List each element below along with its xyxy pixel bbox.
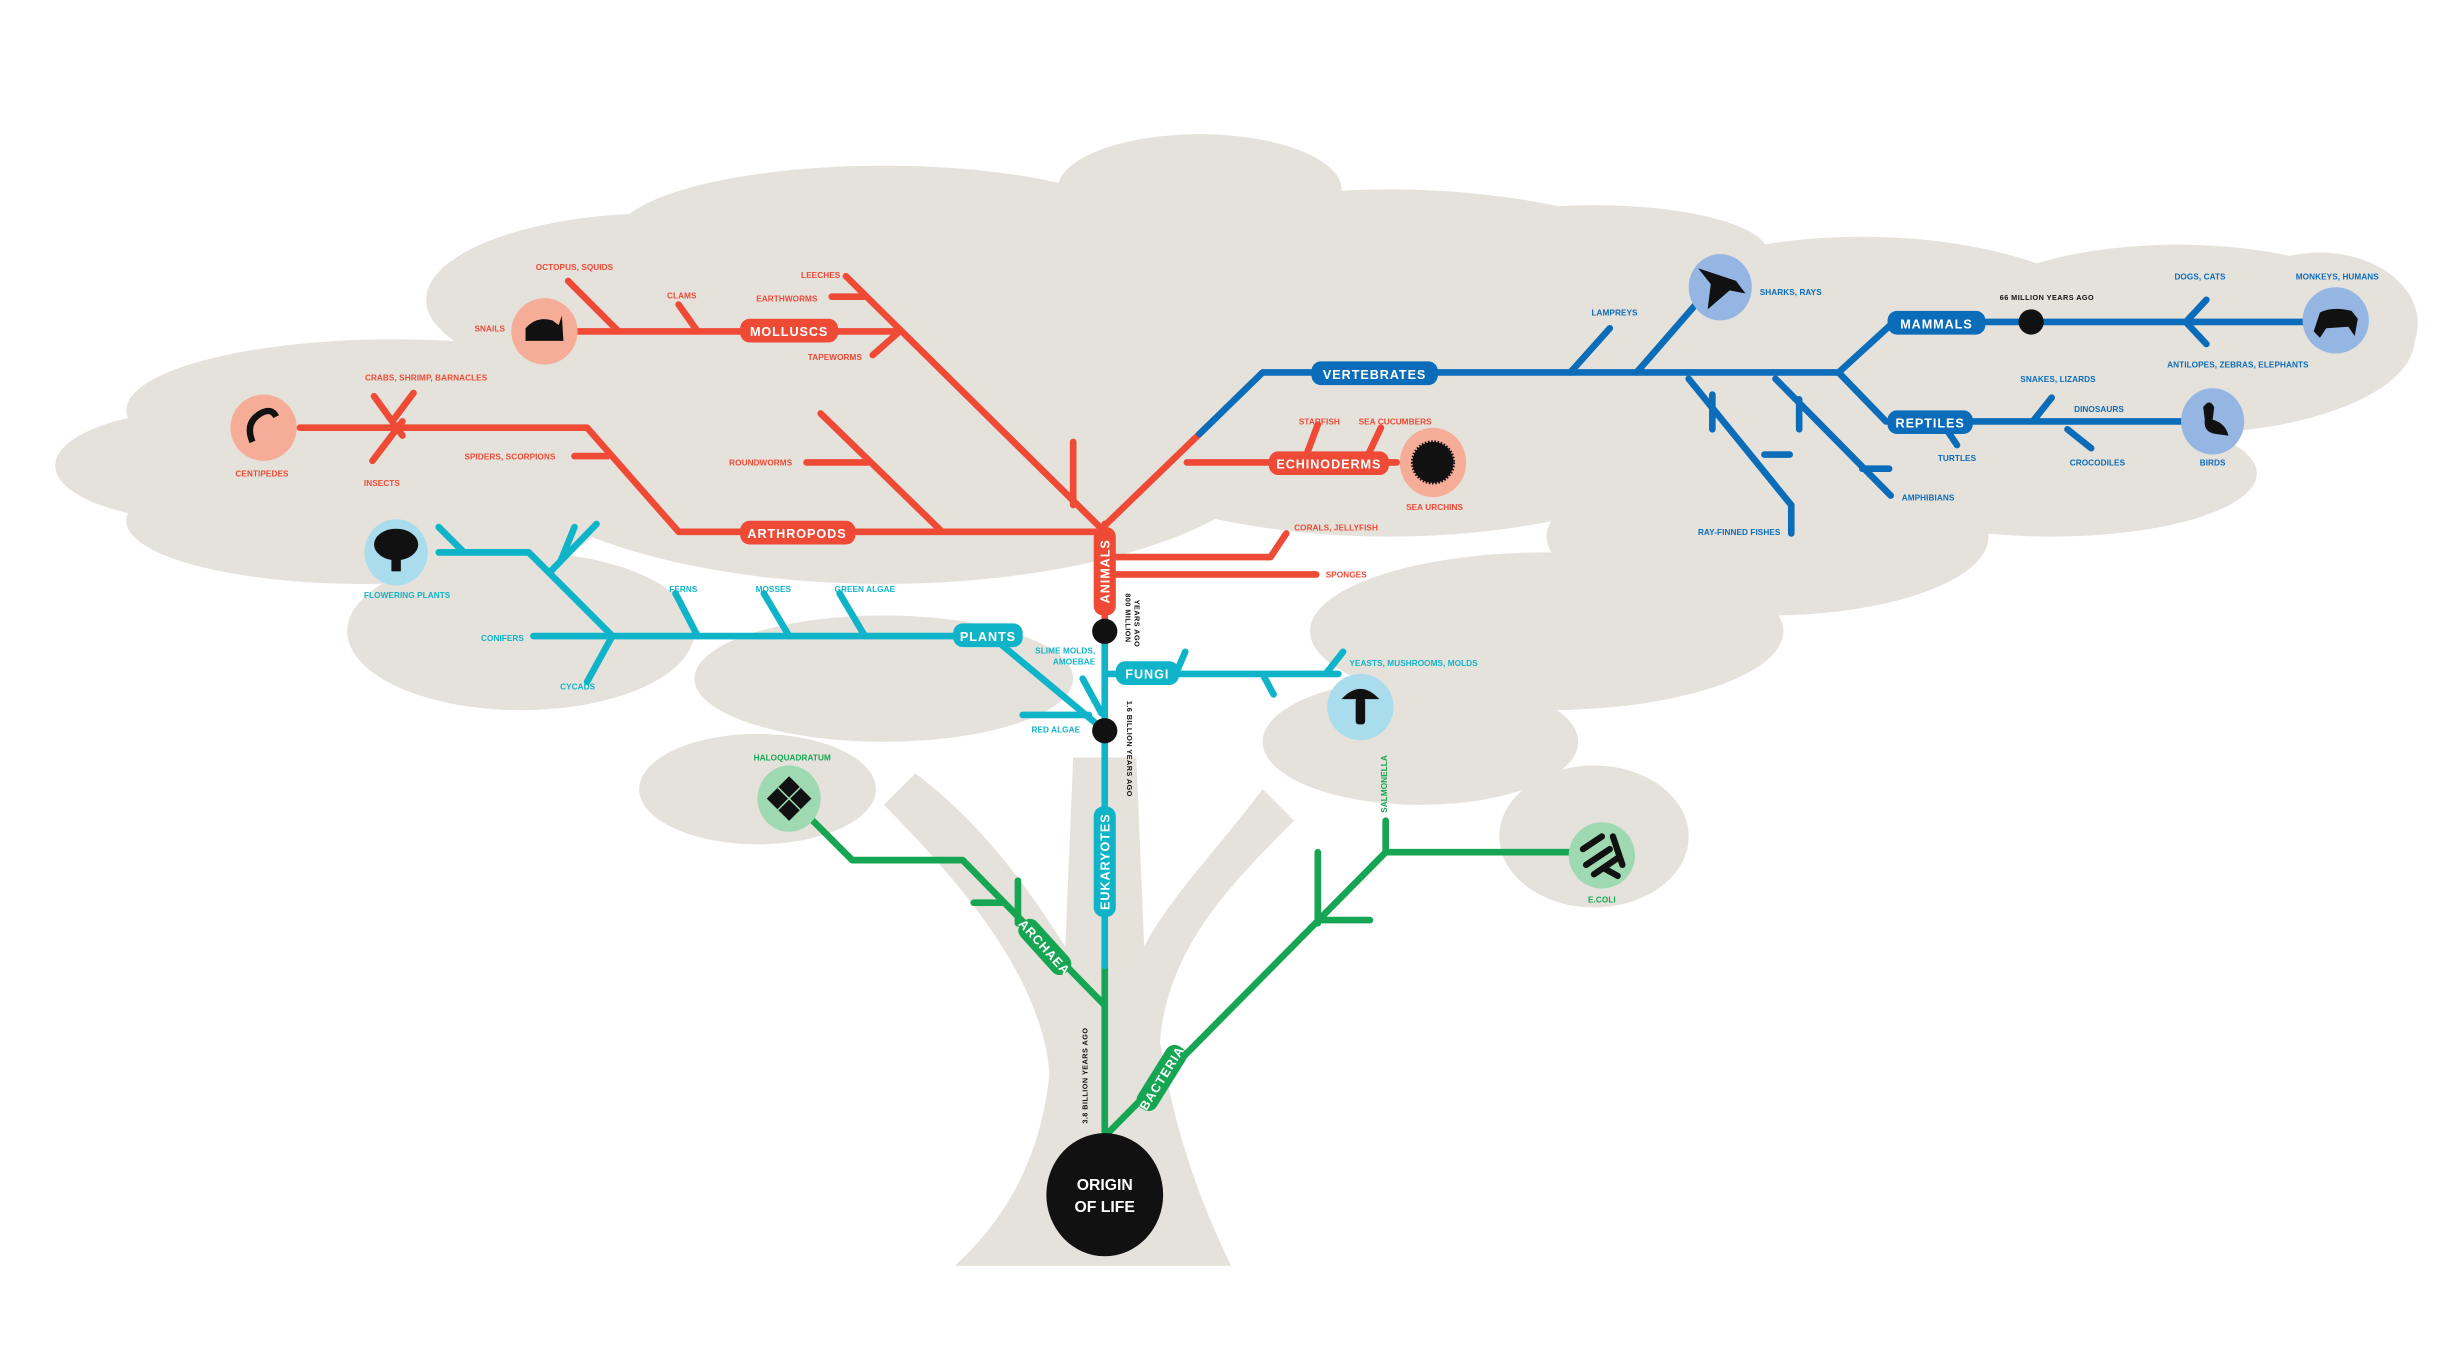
time-label-1-6b: 1.6 BILLION YEARS AGO (1125, 701, 1134, 797)
tree-icon[interactable] (364, 519, 428, 586)
label-ferns: FERNS (669, 585, 698, 594)
manta-ray-icon[interactable] (1688, 254, 1752, 321)
svg-text:FUNGI: FUNGI (1125, 668, 1169, 682)
label-earthworms: EARTHWORMS (756, 294, 818, 303)
svg-text:PLANTS: PLANTS (960, 630, 1016, 644)
pill-plants[interactable]: PLANTS (953, 623, 1023, 648)
label-dinosaurs: DINOSAURS (2074, 405, 2124, 414)
svg-text:OF LIFE: OF LIFE (1075, 1199, 1135, 1216)
label-centipedes: CENTIPEDES (235, 470, 289, 479)
eukaryote-branches: EUKARYOTES FUNGI YEASTS, MUSHROOMS, MOLD… (364, 519, 1478, 970)
svg-text:MAMMALS: MAMMALS (1900, 317, 1972, 331)
label-crabs: CRABS, SHRIMP, BARNACLES (365, 373, 488, 382)
svg-text:MOLLUSCS: MOLLUSCS (750, 325, 828, 339)
label-slime-molds: SLIME MOLDS, (1035, 646, 1095, 655)
vertebrate-branches: VERTEBRATES MAMMALS REPTILES 66 MILLION … (1196, 254, 2380, 537)
centipede-icon[interactable] (230, 394, 297, 461)
label-flowering-plants: FLOWERING PLANTS (364, 591, 451, 600)
label-birds: BIRDS (2200, 459, 2226, 468)
label-ray-finned: RAY-FINNED FISHES (1698, 528, 1781, 537)
label-ecoli: E.COLI (1588, 896, 1616, 905)
pill-arthropods[interactable]: ARTHROPODS (740, 520, 856, 545)
label-yeasts: YEASTS, MUSHROOMS, MOLDS (1349, 659, 1478, 668)
label-haloquadratum: HALOQUADRATUM (754, 754, 831, 763)
pill-eukaryotes[interactable]: EUKARYOTES (1093, 806, 1116, 917)
animal-branches: MOLLUSCS ARTHROPODS ECHINODERMS ANIMALS … (230, 263, 1467, 635)
label-insects: INSECTS (364, 479, 400, 488)
svg-text:ORIGIN: ORIGIN (1077, 1177, 1133, 1194)
svg-text:VERTEBRATES: VERTEBRATES (1323, 368, 1426, 382)
monkey-icon[interactable] (2302, 287, 2369, 354)
label-crocodiles: CROCODILES (2070, 459, 2126, 468)
pill-vertebrates[interactable]: VERTEBRATES (1311, 361, 1438, 386)
label-corals: CORALS, JELLYFISH (1294, 523, 1378, 532)
label-octopus: OCTOPUS, SQUIDS (536, 263, 614, 272)
mushroom-icon[interactable] (1327, 673, 1394, 741)
pill-molluscs[interactable]: MOLLUSCS (740, 318, 839, 343)
label-roundworms: ROUNDWORMS (729, 459, 793, 468)
label-salmonella: SALMONELLA (1380, 755, 1389, 813)
label-turtles: TURTLES (1938, 454, 1977, 463)
svg-text:REPTILES: REPTILES (1896, 417, 1965, 431)
label-sharks: SHARKS, RAYS (1760, 288, 1823, 297)
label-red-algae: RED ALGAE (1032, 725, 1081, 734)
label-monkeys: MONKEYS, HUMANS (2296, 272, 2380, 281)
pill-mammals[interactable]: MAMMALS (1887, 310, 1986, 335)
sea-urchin-icon[interactable] (1399, 427, 1467, 498)
label-cycads: CYCADS (560, 683, 596, 692)
label-mosses: MOSSES (756, 585, 792, 594)
svg-text:ANIMALS: ANIMALS (1098, 539, 1112, 603)
label-clams: CLAMS (667, 291, 697, 300)
label-starfish: STARFISH (1299, 418, 1340, 427)
time-marker-1-6b (1092, 718, 1118, 744)
time-label-66m: 66 MILLION YEARS AGO (2000, 293, 2094, 302)
label-conifers: CONIFERS (481, 634, 524, 643)
snail-icon[interactable] (511, 298, 578, 365)
svg-text:ARTHROPODS: ARTHROPODS (747, 527, 846, 541)
ecoli-icon[interactable] (1568, 822, 1636, 889)
origin-of-life[interactable]: ORIGIN OF LIFE (1046, 1133, 1164, 1257)
label-lampreys: LAMPREYS (1591, 309, 1638, 318)
pill-reptiles[interactable]: REPTILES (1887, 410, 1973, 435)
time-marker-800m (1092, 618, 1118, 644)
svg-text:ECHINODERMS: ECHINODERMS (1276, 458, 1381, 472)
label-snakes: SNAKES, LIZARDS (2020, 375, 2096, 384)
label-leeches: LEECHES (801, 271, 841, 280)
tree-silhouette (55, 134, 2418, 1266)
pill-fungi[interactable]: FUNGI (1115, 661, 1179, 685)
label-sea-urchins: SEA URCHINS (1406, 503, 1463, 512)
time-marker-66m (2018, 309, 2044, 335)
label-green-algae: GREEN ALGAE (835, 585, 896, 594)
pill-echinoderms[interactable]: ECHINODERMS (1268, 451, 1389, 476)
label-sponges: SPONGES (1326, 571, 1368, 580)
pill-animals[interactable]: ANIMALS (1093, 527, 1116, 616)
time-label-800m-2: YEARS AGO (1133, 600, 1142, 648)
label-amphibians: AMPHIBIANS (1902, 493, 1955, 502)
haloquadratum-icon[interactable] (757, 765, 821, 832)
label-antilopes: ANTILOPES, ZEBRAS, ELEPHANTS (2167, 361, 2309, 370)
label-spiders: SPIDERS, SCORPIONS (464, 452, 556, 461)
label-sea-cucumbers: SEA CUCUMBERS (1359, 418, 1433, 427)
prokaryote-branches: ARCHAEA BACTERIA HALOQUADRATUM SALMONELL… (754, 754, 1636, 1140)
label-snails: SNAILS (475, 324, 506, 333)
label-amoebae: AMOEBAE (1053, 657, 1096, 666)
time-label-800m: 800 MILLION (1123, 593, 1132, 642)
label-tapeworms: TAPEWORMS (808, 353, 863, 362)
svg-text:EUKARYOTES: EUKARYOTES (1098, 813, 1112, 910)
time-label-3-8b: 3.8 BILLION YEARS AGO (1080, 1028, 1089, 1124)
label-dogs: DOGS, CATS (2174, 272, 2226, 281)
bird-icon[interactable] (2181, 388, 2245, 455)
